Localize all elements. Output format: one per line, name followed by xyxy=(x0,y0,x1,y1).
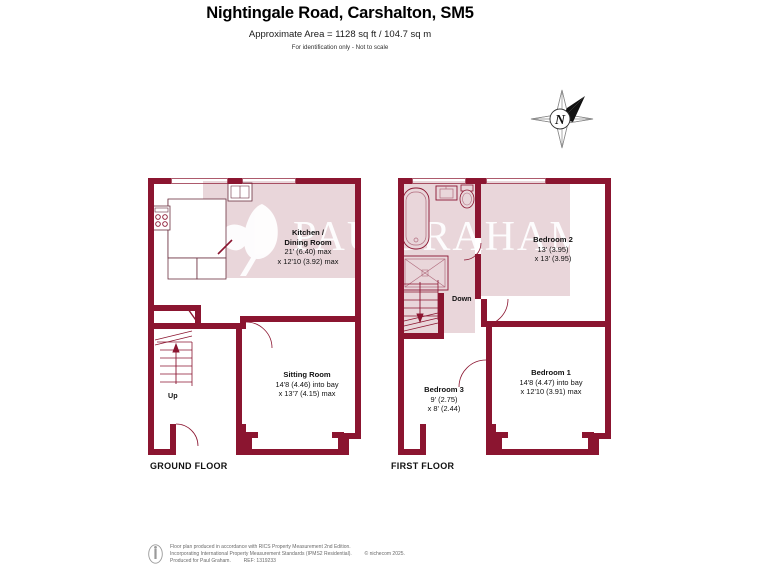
ground-stairs-icon xyxy=(154,308,201,386)
compass-north-letter: N xyxy=(554,113,566,128)
room-name: Bedroom 2 xyxy=(533,235,573,244)
room-dim-2: x 12'10 (3.91) max xyxy=(520,387,582,397)
first-stairs-icon xyxy=(403,280,439,332)
room-name-2: Dining Room xyxy=(284,237,332,247)
disclaimer-text: For identification only - Not to scale xyxy=(291,44,389,51)
room-label-bedroom-1: Bedroom 1 14'8 (4.47) into bay x 12'10 (… xyxy=(495,368,607,397)
rics-badge-icon xyxy=(148,544,163,569)
room-label-kitchen-dining: Kitchen / Dining Room 21' (6.40) max x 1… xyxy=(263,228,353,266)
first-floor-label: FIRST FLOOR xyxy=(391,461,455,471)
room-dim-1: 21' (6.40) max xyxy=(284,247,332,257)
room-dim-1: 14'8 (4.46) into bay xyxy=(275,379,339,389)
room-name: Kitchen / xyxy=(291,228,325,237)
bathroom-fill xyxy=(400,181,475,333)
room-label-bedroom-2: Bedroom 2 13' (3.95) x 13' (3.95) xyxy=(508,235,598,264)
room-name: Bedroom 1 xyxy=(531,368,571,377)
compass-rose-icon: N xyxy=(527,88,597,150)
footer-ref: REF: 1319233 xyxy=(243,558,276,565)
footer-line-3: Produced for Paul Graham. xyxy=(170,558,231,565)
room-dim-1: 13' (3.95) xyxy=(537,244,569,254)
footer-line-2: Incorporating International Property Mea… xyxy=(170,551,352,558)
sink-icon xyxy=(227,182,253,202)
page-header: Nightingale Road, Carshalton, SM5 Approx… xyxy=(0,0,768,51)
room-dim-2: x 13'7 (4.15) max xyxy=(278,389,336,399)
bathroom-fixtures xyxy=(401,184,475,291)
stairs-up-label: Up xyxy=(168,391,178,400)
hob-icon xyxy=(152,205,171,231)
ground-floor-label: GROUND FLOOR xyxy=(150,461,228,471)
ground-floor-plan: PAUL xyxy=(148,178,366,455)
basin-icon xyxy=(435,185,458,201)
room-name: Bedroom 3 xyxy=(424,385,464,394)
stairs-down-label: Down xyxy=(452,294,472,303)
bath-icon xyxy=(402,187,430,250)
room-dim-2: x 12'10 (3.92) max xyxy=(277,256,339,266)
room-dim-2: x 8' (2.44) xyxy=(427,404,461,414)
first-door-swings xyxy=(458,242,509,388)
room-dim-2: x 13' (3.95) xyxy=(534,254,572,264)
page-title: Nightingale Road, Carshalton, SM5 xyxy=(206,4,474,22)
room-dim-1: 14'8 (4.47) into bay xyxy=(519,377,583,387)
footer-line-1: Floor plan produced in accordance with R… xyxy=(170,544,351,550)
ground-floor-walls xyxy=(148,178,361,455)
room-name: Sitting Room xyxy=(283,370,331,379)
approximate-area-text: Approximate Area = 1128 sq ft / 104.7 sq… xyxy=(248,29,432,40)
room-label-bedroom-3: Bedroom 3 9' (2.75) x 8' (2.44) xyxy=(405,385,483,414)
kitchen-fixtures xyxy=(152,182,253,280)
counter-icon xyxy=(167,239,233,280)
room-dim-1: 9' (2.75) xyxy=(430,394,458,404)
footer-copyright: © nichecom 2025. xyxy=(364,551,405,558)
toilet-icon xyxy=(459,184,475,209)
shower-tray-icon xyxy=(401,255,449,291)
room-label-sitting-room: Sitting Room 14'8 (4.46) into bay x 13'7… xyxy=(252,370,362,399)
footer: Floor plan produced in accordance with R… xyxy=(148,544,628,569)
